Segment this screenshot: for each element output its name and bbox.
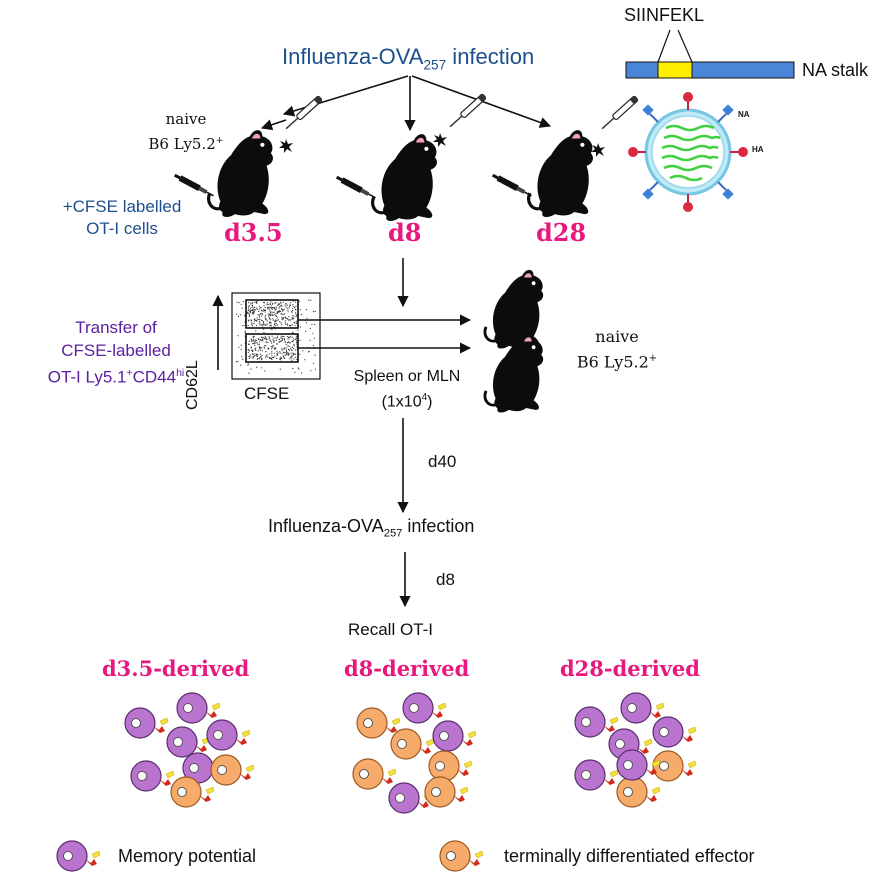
facs-xlabel: CFSE <box>244 384 290 403</box>
infection-title-mid: Influenza-OVA257 infection <box>268 516 475 540</box>
legend-effector-label: terminally differentiated effector <box>504 846 755 866</box>
group-d28-derived: d28-derived <box>560 656 700 681</box>
interval-d40: d40 <box>428 452 457 471</box>
effector-cell-icon <box>356 707 401 739</box>
memory-cell-icon <box>130 760 175 792</box>
naive-right-label: naive B6 Ly5.2+ <box>576 327 658 372</box>
influenza-virus-icon <box>628 92 748 212</box>
infection-arrows <box>260 75 552 132</box>
naive-top-label: naive B6 Ly5.2+ <box>148 110 224 153</box>
memory-cell-icon <box>432 720 477 752</box>
memory-cell-icon <box>206 719 251 751</box>
memory-cell-icon <box>124 707 169 739</box>
memory-cell-icon <box>402 692 447 724</box>
effector-cell-icon <box>428 750 473 782</box>
effector-cell-icon <box>352 758 397 790</box>
recipient-mouse-2 <box>483 332 545 414</box>
memory-cell-icon <box>574 706 619 738</box>
memory-cell-icon <box>652 716 697 748</box>
memory-cell-icon <box>166 726 211 758</box>
recipient-mouse-1 <box>483 268 545 350</box>
group-d3-5-derived: d3.5-derived <box>102 656 250 681</box>
mouse-d28 <box>527 128 595 219</box>
legend-memory-label: Memory potential <box>118 846 257 866</box>
cfse-oti-label: +CFSE labelled OT-I cells <box>62 197 182 238</box>
cell-clusters <box>124 692 697 814</box>
group-d8-derived: d8-derived <box>344 656 470 681</box>
effector-cell-icon <box>616 776 661 808</box>
timepoint-d8: d8 <box>388 218 422 247</box>
effector-cell-icon <box>652 750 697 782</box>
memory-cell-icon <box>616 749 661 781</box>
effector-cell-icon <box>390 728 435 760</box>
memory-cell-icon <box>620 692 665 724</box>
transfer-label: Transfer of CFSE-labelled OT-I Ly5.1+CD4… <box>47 318 185 387</box>
virus-ha-label: HA <box>752 145 764 154</box>
infection-title-top: Influenza-OVA257 infection <box>282 44 535 73</box>
interval-d8: d8 <box>436 570 455 589</box>
timepoint-d3-5: d3.5 <box>224 218 283 247</box>
virus-na-label: NA <box>738 110 750 119</box>
legend-memory-cell-icon <box>56 840 101 872</box>
facs-ylabel: CD62L <box>184 360 201 410</box>
spleen-label: Spleen or MLN (1x104) <box>353 368 461 411</box>
timepoint-d28: d28 <box>536 218 587 247</box>
effector-cell-icon <box>424 776 469 808</box>
na-stalk-label: NA stalk <box>802 60 869 80</box>
memory-cell-icon <box>176 692 221 724</box>
effector-cell-icon <box>210 754 255 786</box>
recall-label: Recall OT-I <box>348 620 434 639</box>
legend-effector-cell-icon <box>439 840 484 872</box>
na-stalk-bar <box>625 29 795 79</box>
mouse-d8 <box>371 132 439 223</box>
peptide-label: SIINFEKL <box>624 5 705 25</box>
effector-cell-icon <box>170 776 215 808</box>
facs-plot <box>212 292 321 380</box>
memory-cell-icon <box>574 759 619 791</box>
